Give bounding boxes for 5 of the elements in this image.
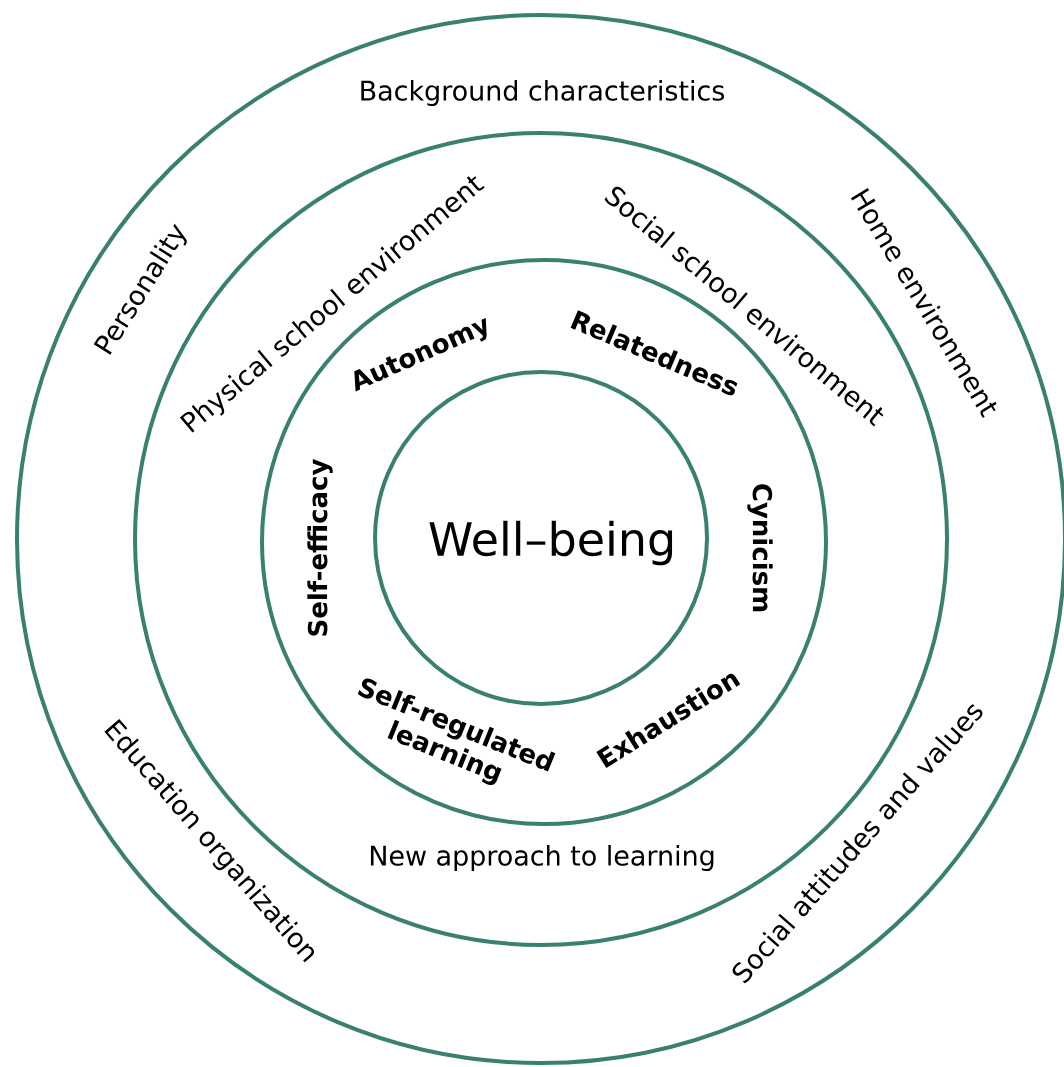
ring-label: Cynicism — [747, 484, 773, 612]
core-label: Well–being — [429, 520, 673, 566]
ring-label: Self-efficacy — [307, 459, 333, 636]
ring-label: Background characteristics — [361, 79, 724, 107]
ring-label: New approach to learning — [370, 844, 714, 872]
